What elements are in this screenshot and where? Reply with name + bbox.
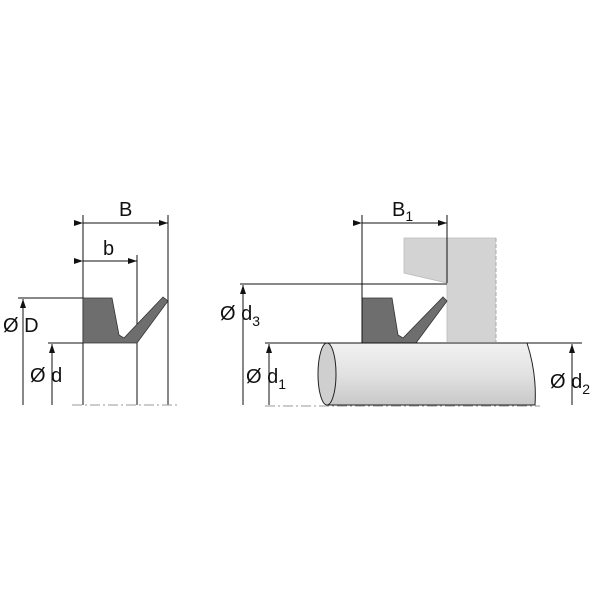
dim-label-B1: B1 (392, 199, 413, 224)
dim-label-d1: Ø d1 (246, 366, 286, 392)
seal-profile-installed (361, 296, 448, 344)
dimension-lines-right (240, 215, 582, 405)
seal-cross-section-left (18, 215, 180, 406)
shaft (265, 342, 540, 407)
housing (404, 238, 496, 342)
dim-label-d2: Ø d2 (550, 371, 590, 397)
dim-label-B: B (119, 199, 132, 221)
dim-label-d3: Ø d3 (220, 303, 260, 329)
dim-label-D: Ø D (3, 315, 39, 337)
seal-profile-left (82, 296, 169, 344)
housing-outline (403, 237, 496, 342)
dim-label-b: b (103, 238, 114, 260)
dim-label-d: Ø d (30, 365, 62, 387)
